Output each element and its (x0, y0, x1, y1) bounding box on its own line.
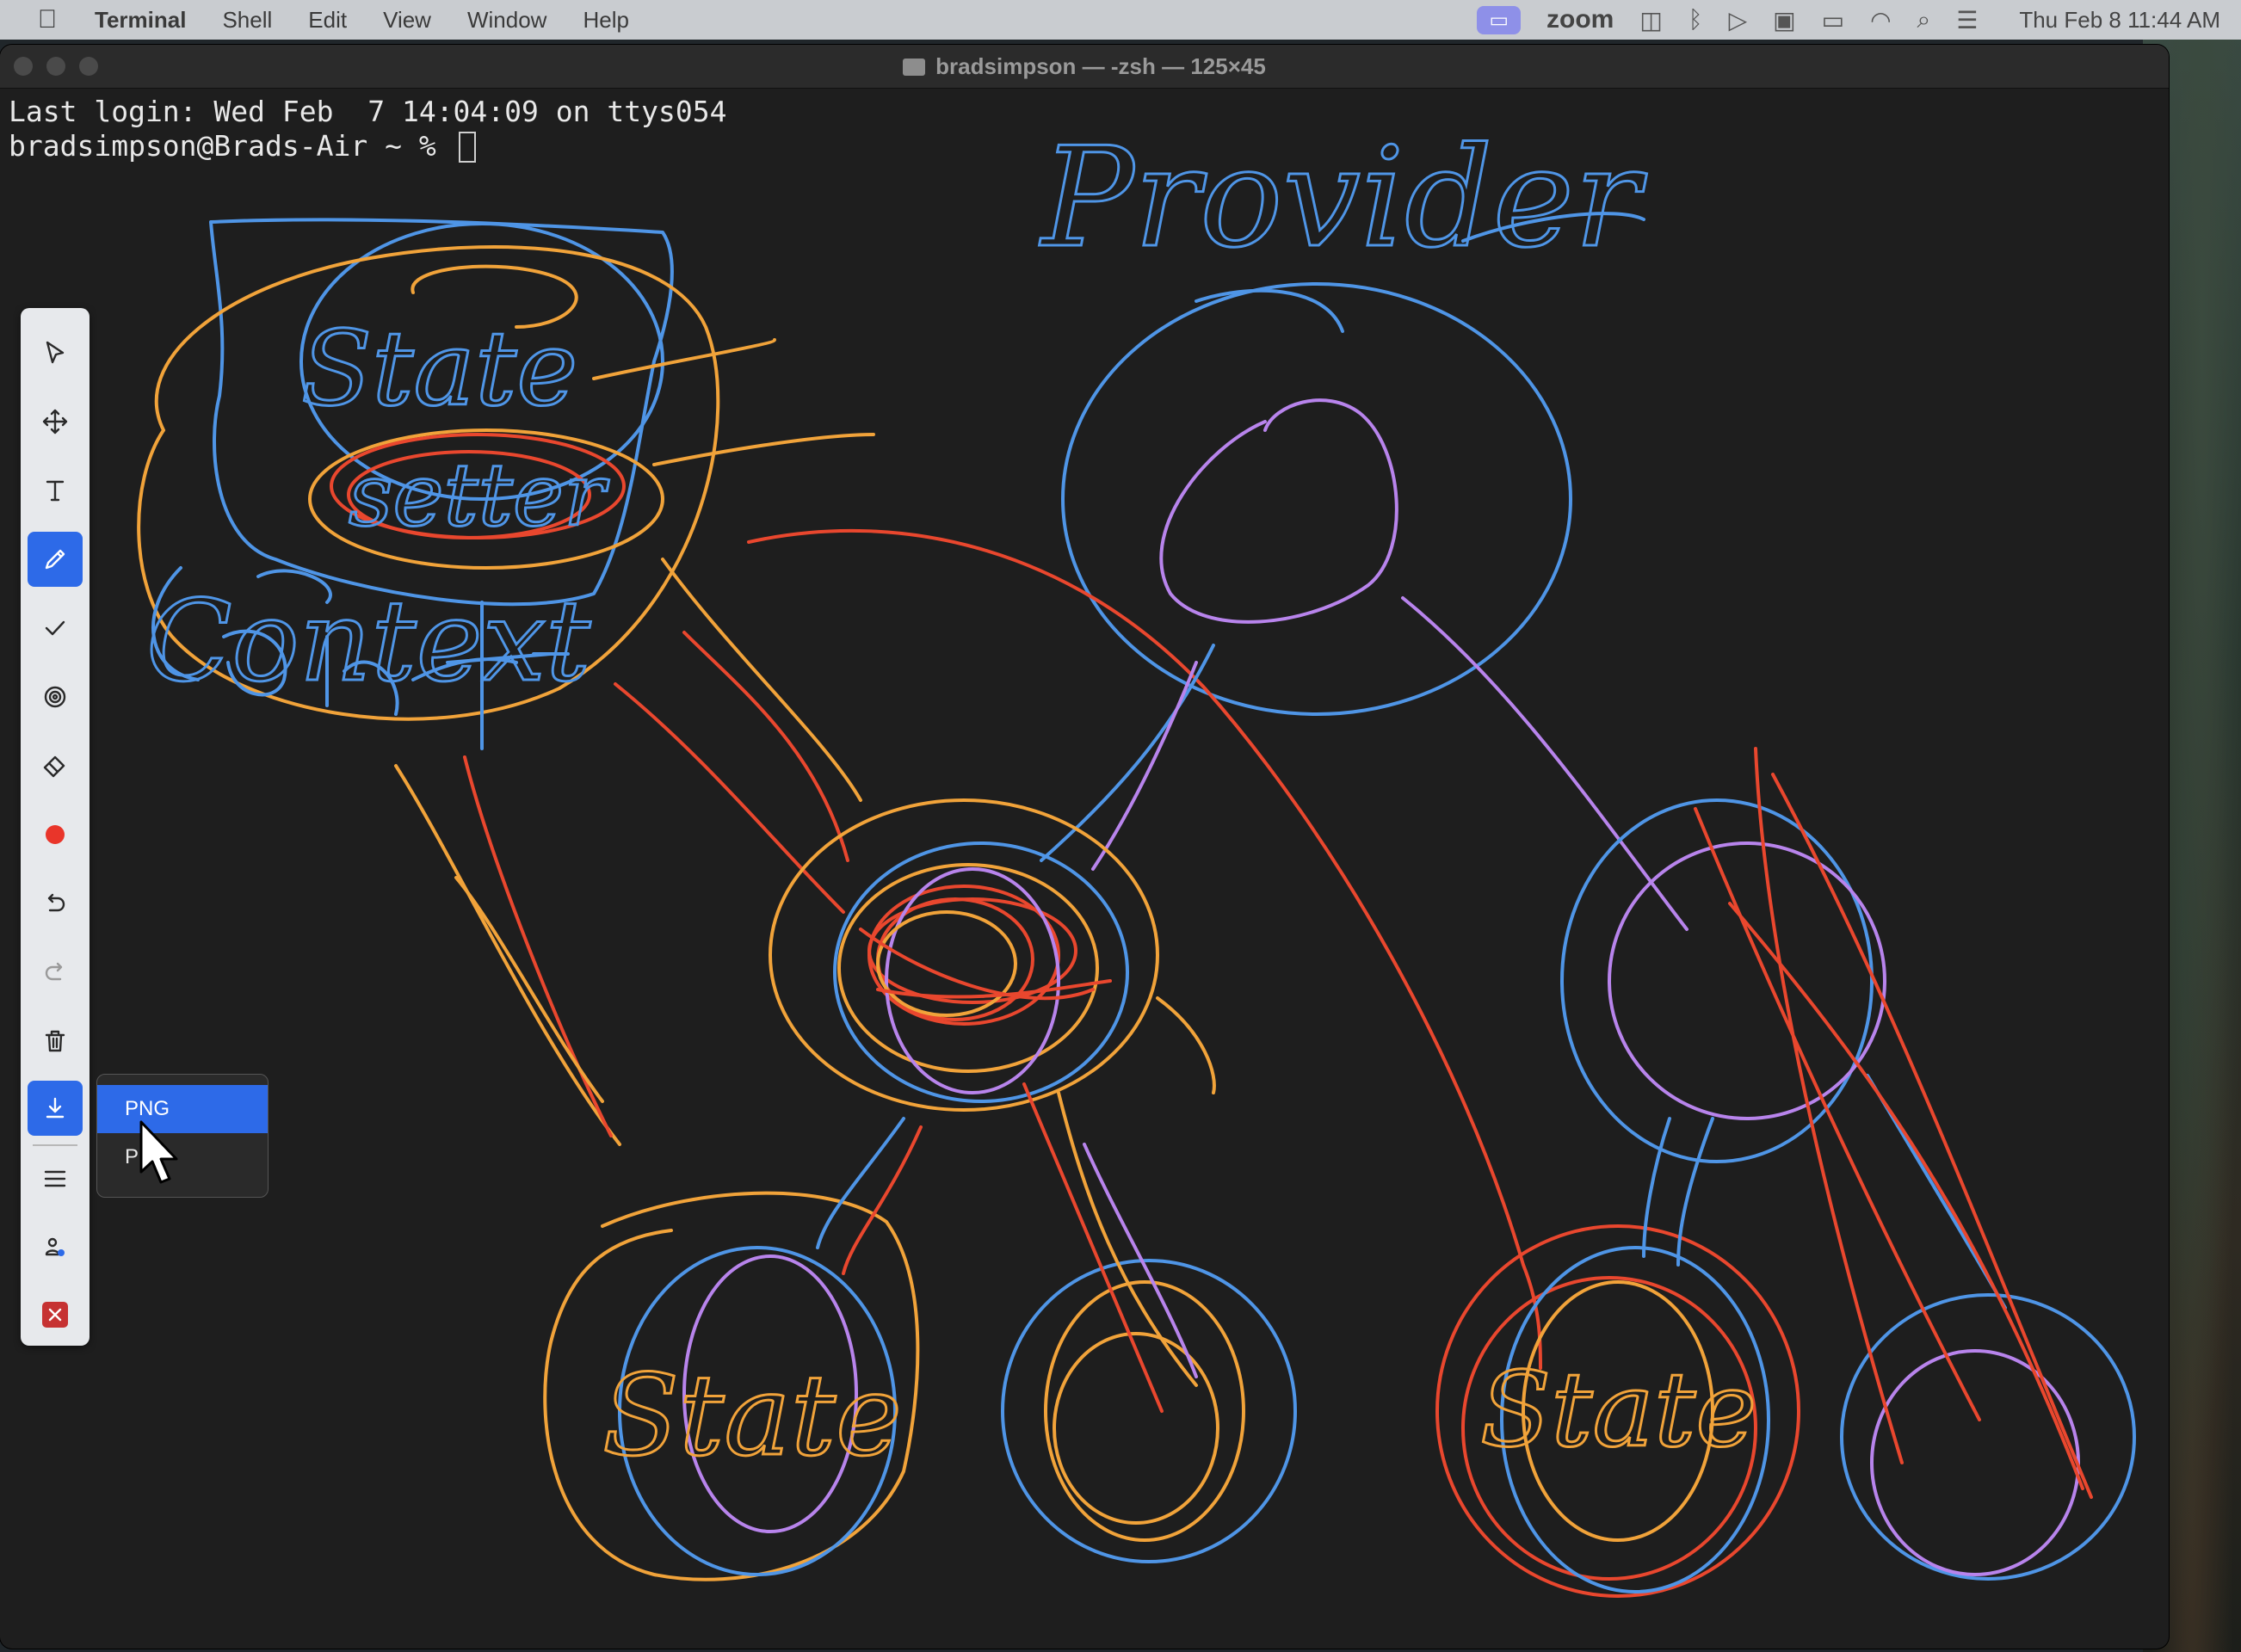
search-icon[interactable]: ⌕ (1917, 5, 1931, 33)
menu-bar:  Terminal Shell Edit View Window Help ▭… (0, 0, 2241, 40)
checkmark-icon (45, 620, 65, 636)
menu-clock[interactable]: Thu Feb 8 11:44 AM (2019, 6, 2220, 33)
menu-app-name[interactable]: Terminal (95, 6, 187, 33)
context-label: Context (146, 576, 591, 706)
spotlight-icon (44, 686, 66, 708)
status-area: ▭ zoom ◫ ᛒ ▷ ▣ ▭ ◠ ⌕ ☰ Thu Feb 8 11:44 A… (1477, 0, 2220, 40)
eraser-icon (43, 755, 65, 778)
text-cursor (458, 132, 476, 163)
bottom-left-state-node-drawing: State (543, 1117, 923, 1581)
menu-view[interactable]: View (383, 6, 431, 33)
setter-label: setter (349, 445, 609, 546)
context-group-drawing: State setter Context (137, 218, 875, 750)
undo-icon (47, 893, 65, 912)
minimize-window-button[interactable] (46, 57, 65, 76)
battery-icon[interactable]: ▭ (1821, 6, 1845, 34)
select-arrow-tool[interactable] (28, 325, 83, 380)
mouse-pointer-icon (139, 1120, 178, 1184)
display-icon[interactable]: ◫ (1639, 6, 1663, 34)
annotation-toolbar (21, 308, 90, 1346)
move-tool[interactable] (28, 394, 83, 449)
menu-icon (44, 1170, 66, 1187)
menu-help[interactable]: Help (583, 6, 629, 33)
export-format-dropdown: PNG P (96, 1074, 269, 1198)
spotlight-tool[interactable] (28, 669, 83, 724)
screen-share-icon[interactable]: ▭ (1477, 5, 1521, 34)
control-center-icon[interactable]: ☰ (1956, 6, 1979, 34)
shell-prompt: bradsimpson@Brads-Air ~ % (9, 129, 454, 163)
more-menu-button[interactable] (28, 1151, 83, 1206)
terminal-output[interactable]: Last login: Wed Feb 7 14:04:09 on ttys05… (9, 95, 726, 163)
undo-button[interactable] (28, 876, 83, 931)
menu-shell[interactable]: Shell (222, 6, 273, 33)
color-red-icon (46, 825, 65, 844)
trash-icon (45, 1030, 65, 1052)
bottom-middle-node-drawing (1001, 1082, 1297, 1563)
text-icon (46, 480, 65, 502)
menu-edit[interactable]: Edit (308, 6, 348, 33)
download-icon (46, 1097, 65, 1119)
window-titlebar[interactable]: bradsimpson — -zsh — 125×45 (0, 45, 2169, 89)
clear-all-button[interactable] (28, 1014, 83, 1069)
eraser-tool[interactable] (28, 738, 83, 793)
select-arrow-icon (46, 341, 65, 364)
pen-icon (45, 549, 65, 570)
text-tool[interactable] (28, 463, 83, 518)
wifi-icon[interactable]: ◠ (1870, 6, 1892, 34)
play-icon[interactable]: ▷ (1728, 6, 1748, 34)
apple-menu-icon[interactable]:  (0, 5, 95, 34)
toolbar-divider (33, 1144, 77, 1146)
redo-icon (45, 962, 63, 981)
state-label-left: State (602, 1350, 902, 1481)
user-icon (45, 1237, 65, 1256)
checkmark-tool[interactable] (28, 601, 83, 656)
bottom-right-state-node-drawing: State (1435, 1117, 1800, 1598)
close-annotation-button[interactable] (28, 1287, 83, 1342)
state-label-right: State (1480, 1351, 1756, 1470)
pen-tool[interactable] (28, 532, 83, 587)
zoom-window-button[interactable] (79, 57, 98, 76)
move-icon (42, 409, 68, 435)
screen-mirroring-icon[interactable]: ▣ (1773, 6, 1796, 34)
participant-button[interactable] (28, 1220, 83, 1275)
right-branch-node-drawing (1560, 747, 2136, 1581)
folder-icon (903, 59, 926, 76)
close-window-button[interactable] (14, 57, 33, 76)
close-icon (42, 1302, 68, 1328)
state-label: State (301, 310, 577, 429)
save-download-button[interactable] (28, 1081, 83, 1136)
menu-window[interactable]: Window (466, 6, 547, 33)
terminal-window: bradsimpson — -zsh — 125×45 Last login: … (0, 45, 2169, 1649)
export-option-png[interactable]: PNG (97, 1085, 268, 1133)
color-picker[interactable] (28, 807, 83, 862)
zoom-status-item[interactable]: zoom (1546, 5, 1614, 34)
bluetooth-icon[interactable]: ᛒ (1688, 6, 1703, 33)
provider-label: Provider (1039, 117, 1647, 278)
redo-button[interactable] (28, 945, 83, 1000)
window-title: bradsimpson — -zsh — 125×45 (0, 45, 2169, 88)
provider-group-drawing: Provider (1038, 116, 1649, 716)
last-login-line: Last login: Wed Feb 7 14:04:09 on ttys05… (9, 95, 727, 128)
export-option-pdf[interactable]: P (125, 1145, 139, 1168)
middle-node-drawing (769, 798, 1216, 1112)
